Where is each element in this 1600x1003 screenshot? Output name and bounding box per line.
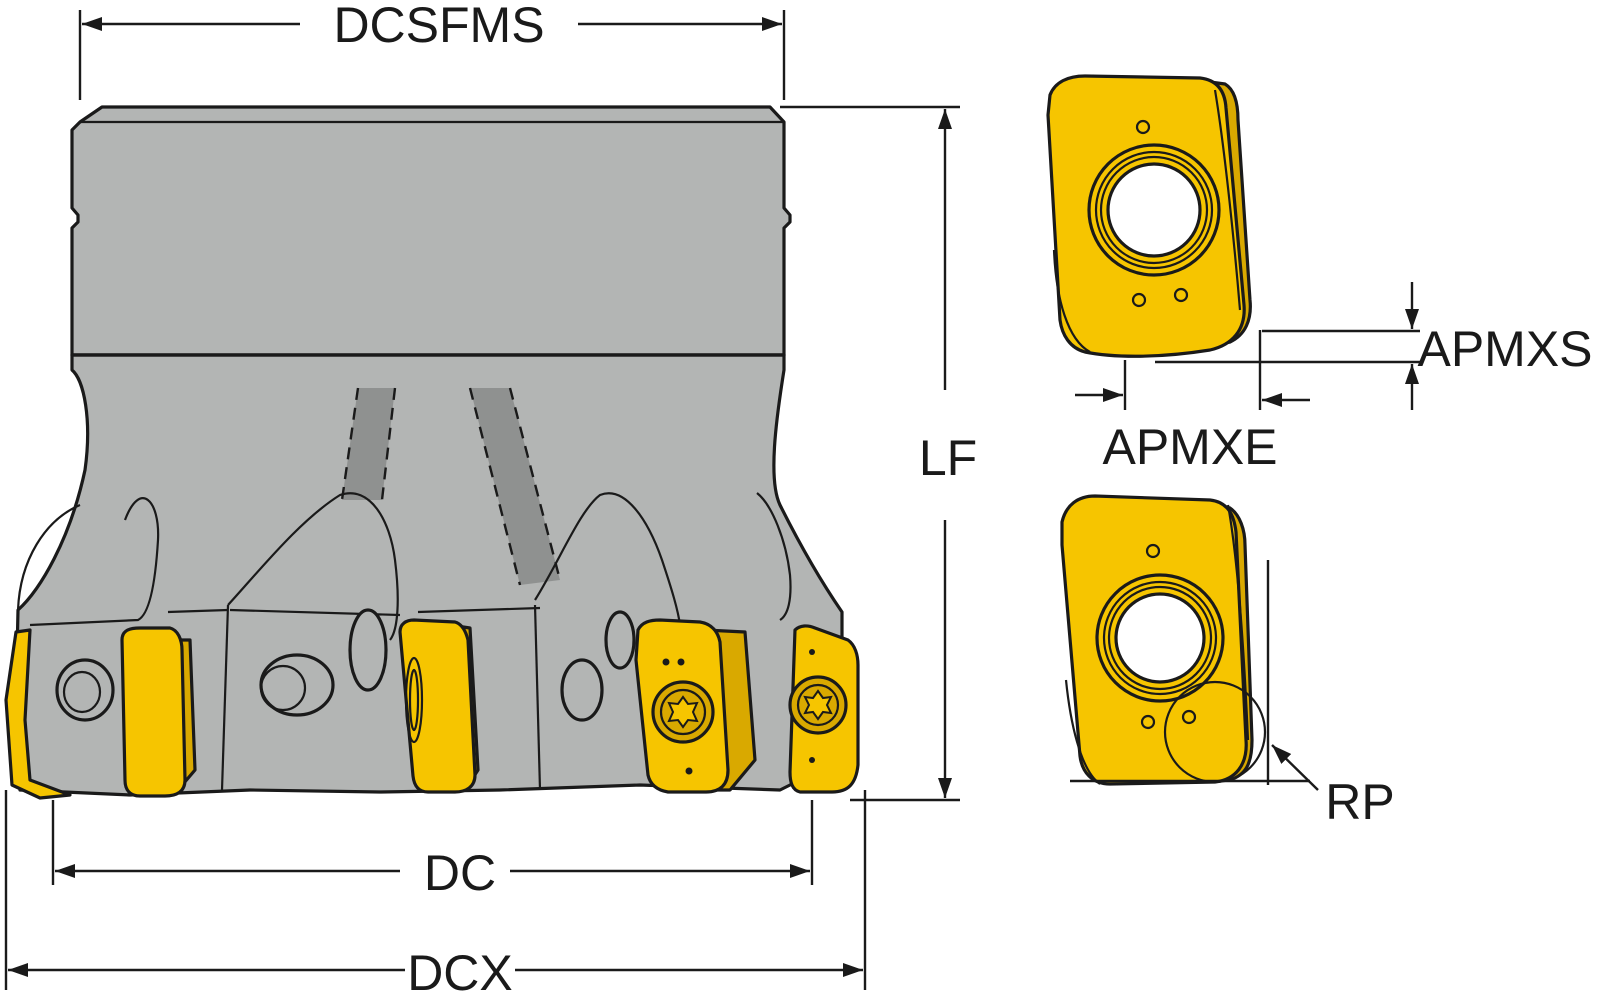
dimension-lf: LF: [780, 105, 977, 802]
dimension-dc: DC: [51, 800, 814, 901]
body-hole-4: [560, 658, 604, 722]
body-hole-2: [259, 653, 335, 717]
cutter-body: [14, 105, 844, 797]
body-hole-1: [55, 658, 115, 722]
chip-pocket-3: [534, 492, 682, 626]
insert-bottom-hole: [1114, 592, 1206, 684]
label-apmxe: APMXE: [1102, 419, 1277, 475]
chip-pocket-4: [756, 492, 792, 621]
label-apmxs: APMXS: [1417, 321, 1592, 377]
dimension-dcsfms: DCSFMS: [78, 0, 786, 100]
cutter-shank: [70, 105, 792, 357]
insert-2: [398, 618, 480, 794]
cutter-inserts: [4, 618, 860, 800]
insert-detail-bottom: [1060, 494, 1267, 786]
dimension-dcx: DCX: [4, 790, 867, 1001]
dimension-apmxs: APMXS: [1155, 282, 1593, 410]
dimension-apmxe: APMXE: [1075, 330, 1310, 475]
chip-pocket-2: [227, 492, 399, 641]
torx-screw-icon: [788, 675, 848, 735]
label-rp: RP: [1325, 774, 1394, 830]
label-dc: DC: [424, 845, 496, 901]
insert-edge-left: [4, 628, 72, 800]
torx-screw-icon: [651, 680, 715, 744]
label-lf: LF: [919, 430, 977, 486]
insert-4: [788, 624, 860, 794]
label-dcsfms: DCSFMS: [333, 0, 544, 53]
body-hole-3: [348, 608, 388, 692]
cutter-head: [14, 353, 844, 797]
coolant-channel-left: [342, 388, 395, 500]
chip-pocket-1: [29, 497, 160, 627]
insert-top-hole: [1106, 162, 1202, 258]
insert-detail-top: [1046, 74, 1252, 358]
label-dcx: DCX: [407, 945, 513, 998]
dimension-rp: RP: [1070, 560, 1395, 830]
coolant-channel-right: [470, 388, 560, 585]
body-hole-5: [604, 610, 636, 670]
insert-1: [120, 626, 197, 798]
insert-3: [634, 618, 757, 794]
